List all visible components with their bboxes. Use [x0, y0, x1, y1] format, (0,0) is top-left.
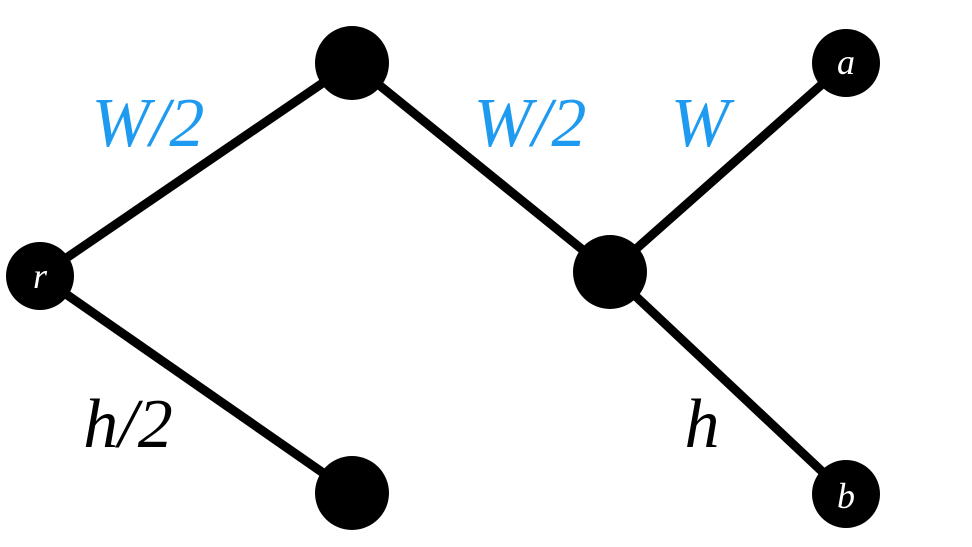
node-a-circle [812, 29, 880, 97]
edge-top-to-mid [349, 59, 613, 276]
label-mid-to-a: W [671, 85, 735, 162]
node-a: a [812, 29, 880, 97]
label-mid-to-b: h [685, 386, 720, 463]
edge-root-to-bottom [37, 272, 355, 497]
node-b-label: b [837, 476, 855, 516]
node-bottom [315, 456, 389, 530]
edge-mid-to-a [607, 59, 849, 276]
node-r: r [6, 242, 74, 310]
label-root-to-top: W/2 [92, 85, 205, 162]
edge-root-to-top [37, 59, 355, 280]
node-a-label: a [837, 42, 855, 82]
node-mid [573, 235, 647, 309]
node-r-circle [6, 242, 74, 310]
node-r-label: r [33, 256, 48, 296]
node-top [315, 26, 389, 100]
label-root-to-bottom: h/2 [83, 386, 172, 463]
edge-mid-to-b [606, 268, 850, 498]
node-b: b [812, 460, 880, 528]
node-b-circle [812, 460, 880, 528]
label-top-to-mid: W/2 [474, 85, 587, 162]
